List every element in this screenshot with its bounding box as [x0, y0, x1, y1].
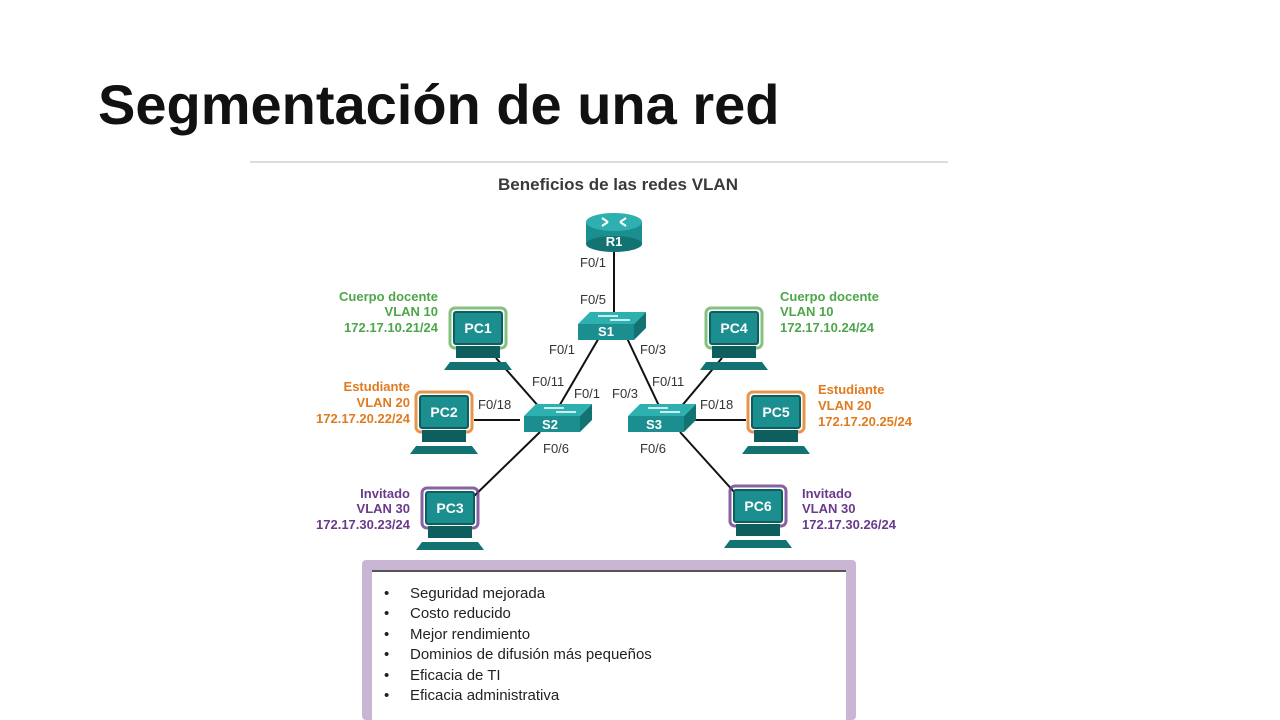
- pc2-label: PC2: [430, 404, 457, 420]
- port-labels: F0/1 F0/5 F0/1 F0/3 F0/11 F0/18 F0/1 F0/…: [478, 255, 733, 456]
- pc6-vlan: VLAN 30: [802, 501, 855, 516]
- switch-s3-label: S3: [646, 417, 662, 432]
- benefit-item: Seguridad mejorada: [384, 584, 846, 605]
- switch-s3[interactable]: S3: [628, 404, 696, 432]
- port-s2-f06: F0/6: [543, 441, 569, 456]
- benefit-item: Costo reducido: [384, 604, 846, 625]
- pc6-label: PC6: [744, 498, 771, 514]
- pc4-computer[interactable]: PC4: [700, 306, 768, 370]
- switch-s2-label: S2: [542, 417, 558, 432]
- pc5-vlan: VLAN 20: [818, 398, 871, 413]
- pc6-role: Invitado: [802, 486, 852, 501]
- pc1-info: Cuerpo docente VLAN 10 172.17.10.21/24: [339, 289, 439, 335]
- port-s1-f01: F0/1: [549, 342, 575, 357]
- pc6-computer[interactable]: PC6: [724, 484, 792, 548]
- pc1-role: Cuerpo docente: [339, 289, 438, 304]
- pc5-ip: 172.17.20.25/24: [818, 414, 913, 429]
- pc3-computer[interactable]: PC3: [416, 486, 484, 550]
- router-r1-label: R1: [606, 234, 623, 249]
- port-s1-f03: F0/3: [640, 342, 666, 357]
- benefits-list: Seguridad mejorada Costo reducido Mejor …: [372, 572, 846, 707]
- port-s3-f011: F0/11: [652, 374, 684, 389]
- pc6-ip: 172.17.30.26/24: [802, 517, 897, 532]
- diagram-heading: Beneficios de las redes VLAN: [498, 175, 738, 194]
- port-s3-f03: F0/3: [612, 386, 638, 401]
- link-s1-s3: [625, 335, 661, 409]
- pc1-vlan: VLAN 10: [385, 304, 438, 319]
- port-r1-f01: F0/1: [580, 255, 606, 270]
- pc3-role: Invitado: [360, 486, 410, 501]
- pc3-vlan: VLAN 30: [357, 501, 410, 516]
- switch-s2[interactable]: S2: [524, 404, 592, 432]
- link-s1-s2: [557, 335, 601, 409]
- pc1-computer[interactable]: PC1: [444, 306, 512, 370]
- vlan-network-diagram: Beneficios de las redes VLAN R1 S1 S2: [250, 161, 948, 550]
- right-pc-info: Cuerpo docente VLAN 10 172.17.10.24/24 E…: [780, 289, 913, 532]
- link-s2-pc3: [469, 431, 541, 501]
- pc5-role: Estudiante: [818, 382, 884, 397]
- port-s3-f018: F0/18: [700, 397, 733, 412]
- pc2-info: Estudiante VLAN 20 172.17.20.22/24: [316, 379, 411, 426]
- switch-s1-label: S1: [598, 324, 614, 339]
- left-pc-info: Cuerpo docente VLAN 10 172.17.10.21/24 E…: [316, 289, 439, 532]
- pc4-info: Cuerpo docente VLAN 10 172.17.10.24/24: [780, 289, 879, 335]
- pc3-info: Invitado VLAN 30 172.17.30.23/24: [316, 486, 411, 532]
- router-r1[interactable]: R1: [586, 213, 642, 252]
- pc5-info: Estudiante VLAN 20 172.17.20.25/24: [818, 382, 913, 429]
- port-s2-f018: F0/18: [478, 397, 511, 412]
- pc4-ip: 172.17.10.24/24: [780, 320, 875, 335]
- benefit-item: Mejor rendimiento: [384, 625, 846, 646]
- pc2-role: Estudiante: [344, 379, 410, 394]
- pc4-label: PC4: [720, 320, 747, 336]
- port-s2-f011: F0/11: [532, 374, 564, 389]
- port-s3-f06: F0/6: [640, 441, 666, 456]
- pc4-vlan: VLAN 10: [780, 304, 833, 319]
- benefits-box: Seguridad mejorada Costo reducido Mejor …: [362, 560, 856, 720]
- benefit-item: Dominios de difusión más pequeños: [384, 645, 846, 666]
- links: [469, 250, 746, 501]
- benefit-item: Eficacia administrativa: [384, 686, 846, 707]
- pc1-ip: 172.17.10.21/24: [344, 320, 439, 335]
- pc3-ip: 172.17.30.23/24: [316, 517, 411, 532]
- pc4-role: Cuerpo docente: [780, 289, 879, 304]
- pc3-label: PC3: [436, 500, 463, 516]
- port-s1-f05: F0/5: [580, 292, 606, 307]
- pc2-ip: 172.17.20.22/24: [316, 411, 411, 426]
- port-s2-f01: F0/1: [574, 386, 600, 401]
- pc5-label: PC5: [762, 404, 789, 420]
- benefit-item: Eficacia de TI: [384, 666, 846, 687]
- pc6-info: Invitado VLAN 30 172.17.30.26/24: [802, 486, 897, 532]
- benefits-panel: Seguridad mejorada Costo reducido Mejor …: [372, 570, 846, 720]
- pc5-computer[interactable]: PC5: [742, 390, 810, 454]
- pc1-label: PC1: [464, 320, 491, 336]
- switch-s1[interactable]: S1: [578, 312, 646, 340]
- link-s3-pc6: [679, 431, 737, 495]
- pc2-vlan: VLAN 20: [357, 395, 410, 410]
- pc2-computer[interactable]: PC2: [410, 390, 478, 454]
- slide-title: Segmentación de una red: [98, 73, 780, 136]
